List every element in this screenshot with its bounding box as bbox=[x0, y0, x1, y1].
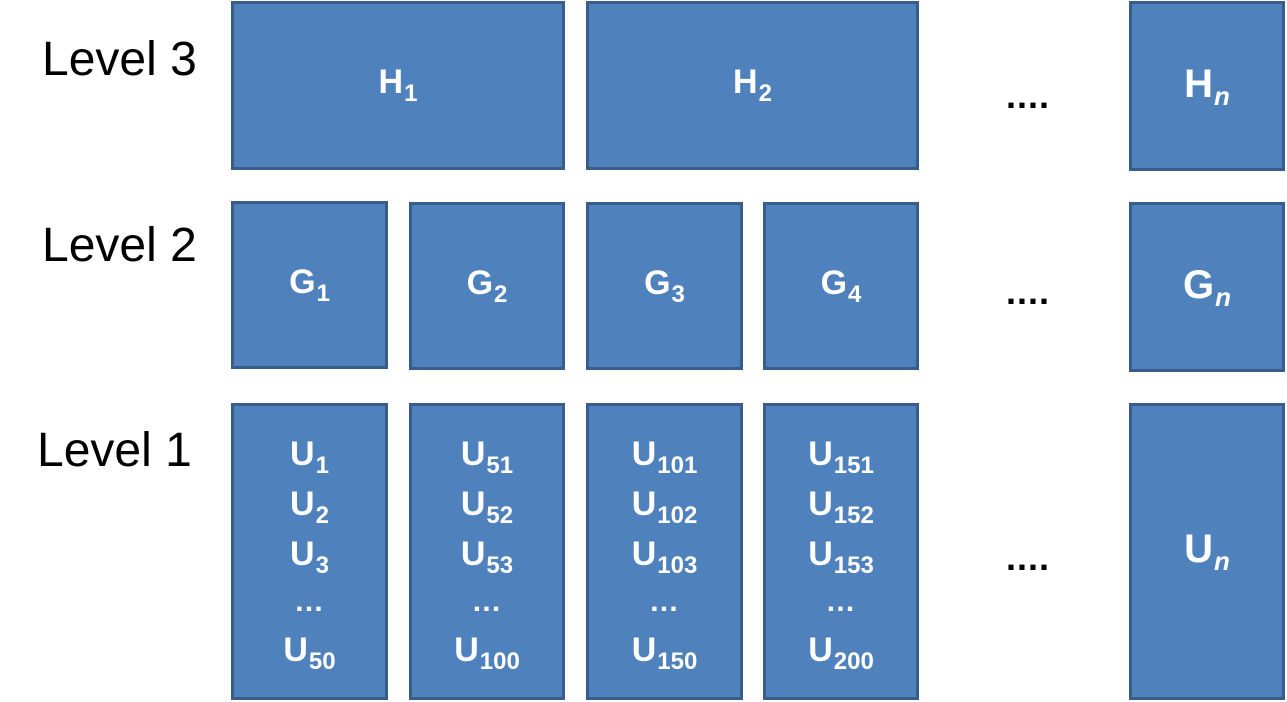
list-item-last: U200 bbox=[808, 630, 874, 675]
level-3-continuation-dots: .... bbox=[1006, 75, 1051, 116]
list-ellipsis: … bbox=[471, 584, 503, 618]
g2-label: G2 bbox=[466, 263, 508, 308]
list-item: U52 bbox=[460, 484, 514, 529]
h1-label: H1 bbox=[378, 63, 418, 107]
un-box: Un bbox=[1129, 403, 1285, 700]
list-item: U102 bbox=[631, 484, 698, 529]
list-item: U2 bbox=[290, 484, 329, 529]
u-group-2-box: U51 U52 U53 … U100 bbox=[409, 403, 565, 700]
g1-label: G1 bbox=[289, 262, 330, 307]
u-group-3-list: U101 U102 U103 … U150 bbox=[632, 429, 698, 675]
level-1-continuation-dots: .... bbox=[1006, 537, 1051, 578]
u-group-1-box: U1 U2 U3 … U50 bbox=[231, 403, 388, 700]
list-item: U152 bbox=[808, 484, 874, 529]
level-2-continuation-dots: .... bbox=[1006, 271, 1051, 312]
list-item: U1 bbox=[290, 434, 329, 479]
gn-box: Gn bbox=[1129, 202, 1285, 372]
u-group-1-list: U1 U2 U3 … U50 bbox=[283, 429, 335, 675]
hn-box: Hn bbox=[1129, 1, 1285, 171]
h2-box: H2 bbox=[586, 1, 919, 170]
list-item-last: U100 bbox=[454, 630, 520, 675]
g3-box: G3 bbox=[586, 202, 743, 370]
u-group-3-box: U101 U102 U103 … U150 bbox=[586, 403, 743, 700]
list-item: U151 bbox=[808, 434, 874, 479]
g4-label: G4 bbox=[820, 263, 862, 308]
g4-box: G4 bbox=[763, 202, 919, 370]
h2-label: H2 bbox=[733, 63, 772, 107]
list-item-last: U150 bbox=[631, 630, 698, 675]
hn-label: Hn bbox=[1184, 61, 1230, 111]
list-item: U53 bbox=[460, 534, 514, 579]
g1-box: G1 bbox=[231, 201, 388, 369]
u-group-4-box: U151 U152 U153 … U200 bbox=[763, 403, 919, 700]
u-group-4-list: U151 U152 U153 … U200 bbox=[808, 429, 874, 675]
level-2-label: Level 2 bbox=[42, 219, 197, 272]
list-item: U103 bbox=[631, 534, 698, 579]
h1-box: H1 bbox=[231, 1, 565, 170]
list-item: U101 bbox=[631, 434, 698, 479]
list-ellipsis: … bbox=[825, 584, 857, 618]
g2-box: G2 bbox=[409, 202, 565, 370]
gn-label: Gn bbox=[1182, 262, 1231, 312]
list-ellipsis: … bbox=[648, 584, 680, 618]
list-item: U51 bbox=[460, 434, 514, 479]
g3-label: G3 bbox=[644, 263, 685, 308]
list-item: U3 bbox=[290, 534, 329, 579]
un-label: Un bbox=[1184, 527, 1230, 576]
u-group-2-list: U51 U52 U53 … U100 bbox=[454, 429, 520, 675]
list-ellipsis: … bbox=[293, 584, 325, 618]
level-3-label: Level 3 bbox=[42, 33, 197, 86]
list-item-last: U50 bbox=[283, 630, 336, 675]
list-item: U153 bbox=[808, 534, 874, 579]
level-1-label: Level 1 bbox=[37, 424, 192, 477]
